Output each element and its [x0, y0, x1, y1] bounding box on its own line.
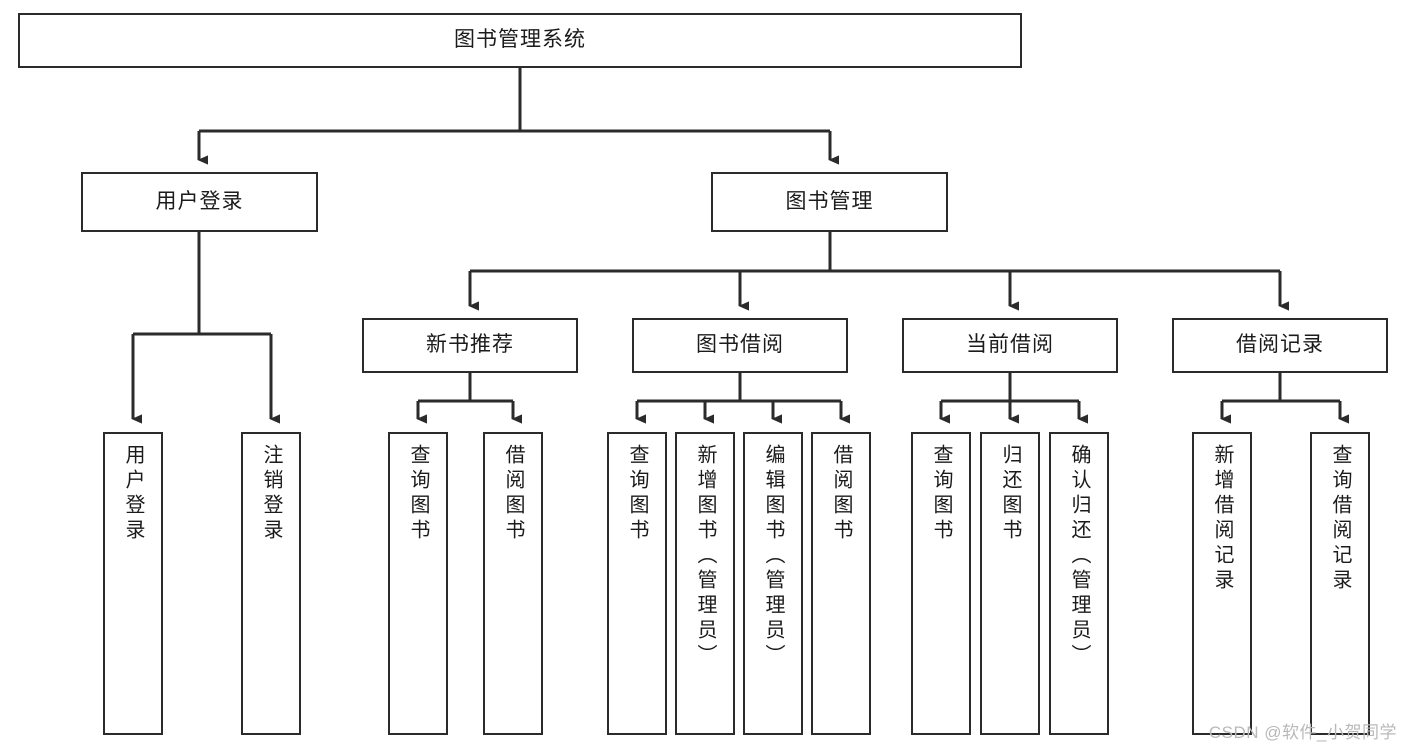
leaf-query-book-2-label: 查询图书 [626, 444, 648, 544]
node-new-book-rec[interactable]: 新书推荐 [362, 318, 578, 373]
leaf-add-record-label: 新增借阅记录 [1211, 444, 1233, 594]
leaf-query-record-label: 查询借阅记录 [1329, 444, 1351, 594]
leaf-logout[interactable]: 注销登录 [241, 432, 301, 735]
leaf-return-book-label: 归还图书 [999, 444, 1021, 544]
node-book-manage-label: 图书管理 [785, 189, 874, 213]
node-root[interactable]: 图书管理系统 [18, 13, 1022, 68]
node-new-book-rec-label: 新书推荐 [426, 333, 514, 357]
leaf-borrow-book-1-label: 借阅图书 [502, 444, 524, 544]
node-current-borrow-label: 当前借阅 [966, 333, 1054, 357]
leaf-add-book-label: 新增图书（管理员） [694, 444, 716, 669]
node-borrow-record-label: 借阅记录 [1236, 333, 1324, 357]
leaf-edit-book-label: 编辑图书（管理员） [762, 444, 784, 669]
node-user-login[interactable]: 用户登录 [81, 172, 318, 232]
leaf-confirm-return-label: 确认归还（管理员） [1068, 444, 1090, 669]
node-current-borrow[interactable]: 当前借阅 [902, 318, 1118, 373]
leaf-add-record[interactable]: 新增借阅记录 [1192, 432, 1252, 735]
leaf-confirm-return[interactable]: 确认归还（管理员） [1049, 432, 1109, 735]
node-borrow-record[interactable]: 借阅记录 [1172, 318, 1388, 373]
node-root-label: 图书管理系统 [454, 28, 586, 52]
leaf-query-book-2[interactable]: 查询图书 [607, 432, 667, 735]
leaf-query-book-3[interactable]: 查询图书 [911, 432, 971, 735]
leaf-borrow-book-2-label: 借阅图书 [830, 444, 852, 544]
csdn-watermark: CSDN @软件_小贺同学 [1208, 723, 1397, 742]
leaf-borrow-book-2[interactable]: 借阅图书 [811, 432, 871, 735]
leaf-query-book-1-label: 查询图书 [407, 444, 429, 544]
node-user-login-label: 用户登录 [155, 189, 244, 213]
leaf-query-book-1[interactable]: 查询图书 [388, 432, 448, 735]
node-book-borrow-label: 图书借阅 [696, 333, 784, 357]
leaf-query-record[interactable]: 查询借阅记录 [1310, 432, 1370, 735]
leaf-logout-label: 注销登录 [260, 444, 282, 544]
leaf-edit-book[interactable]: 编辑图书（管理员） [743, 432, 803, 735]
leaf-query-book-3-label: 查询图书 [930, 444, 952, 544]
leaf-user-login[interactable]: 用户登录 [103, 432, 163, 735]
leaf-add-book[interactable]: 新增图书（管理员） [675, 432, 735, 735]
leaf-return-book[interactable]: 归还图书 [980, 432, 1040, 735]
node-book-borrow[interactable]: 图书借阅 [632, 318, 848, 373]
node-book-manage[interactable]: 图书管理 [711, 172, 948, 232]
leaf-user-login-label: 用户登录 [122, 444, 144, 544]
leaf-borrow-book-1[interactable]: 借阅图书 [483, 432, 543, 735]
